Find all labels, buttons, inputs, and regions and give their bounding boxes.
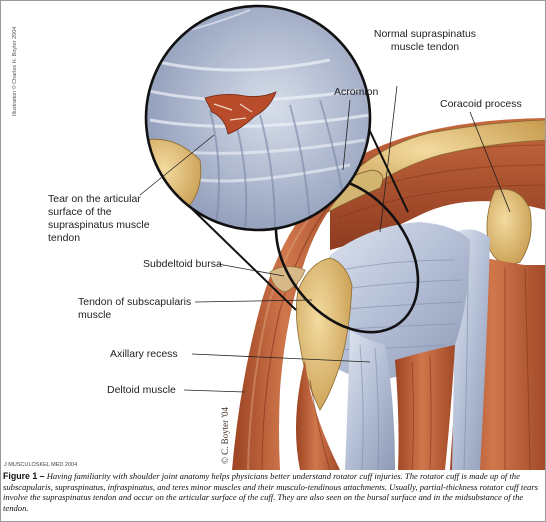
side-credit-text: Illustration © Charles H. Boyter 2004 bbox=[12, 26, 18, 116]
deltoid-muscle bbox=[232, 183, 350, 470]
label-acromion: Acromion bbox=[334, 86, 379, 98]
artist-signature-text: © C. Boyter '04 bbox=[220, 407, 230, 464]
leader-lines bbox=[139, 85, 511, 393]
subdeltoid-bursa-shape bbox=[269, 266, 306, 293]
caption-label: Figure 1 – bbox=[3, 471, 45, 481]
zoom-circle bbox=[146, 6, 370, 230]
artist-signature: © C. Boyter '04 bbox=[206, 398, 230, 468]
label-tear: Tear on the articular surface of the sup… bbox=[48, 193, 150, 244]
label-deltoid-muscle: Deltoid muscle bbox=[107, 384, 176, 396]
journal-credit: J MUSCULOSKEL MED 2004 bbox=[4, 462, 78, 468]
label-subdeltoid-bursa: Subdeltoid bursa bbox=[143, 258, 222, 270]
label-normal-supraspinatus: Normal supraspinatus muscle tendon bbox=[373, 28, 477, 53]
coracoid-process bbox=[486, 188, 532, 265]
zoom-connector-bottom bbox=[187, 204, 297, 311]
humeral-head bbox=[296, 257, 353, 411]
tendon-tear-mark bbox=[204, 91, 277, 135]
shoulder-anatomy-illustration: Illustration © Charles H. Boyter 2004 No… bbox=[4, 4, 546, 470]
zoom-circle-outline bbox=[144, 4, 372, 232]
axillary-muscles bbox=[395, 345, 455, 470]
humerus-shaft bbox=[345, 330, 395, 470]
label-axillary-recess: Axillary recess bbox=[110, 348, 178, 360]
side-credit: Illustration © Charles H. Boyter 2004 bbox=[4, 8, 18, 118]
figure-caption: Figure 1 – Having familiarity with shoul… bbox=[3, 471, 543, 513]
label-coracoid-process: Coracoid process bbox=[440, 98, 522, 110]
label-subscapularis: Tendon of subscapularis muscle bbox=[78, 296, 192, 321]
caption-text: Having familiarity with shoulder joint a… bbox=[3, 471, 539, 513]
